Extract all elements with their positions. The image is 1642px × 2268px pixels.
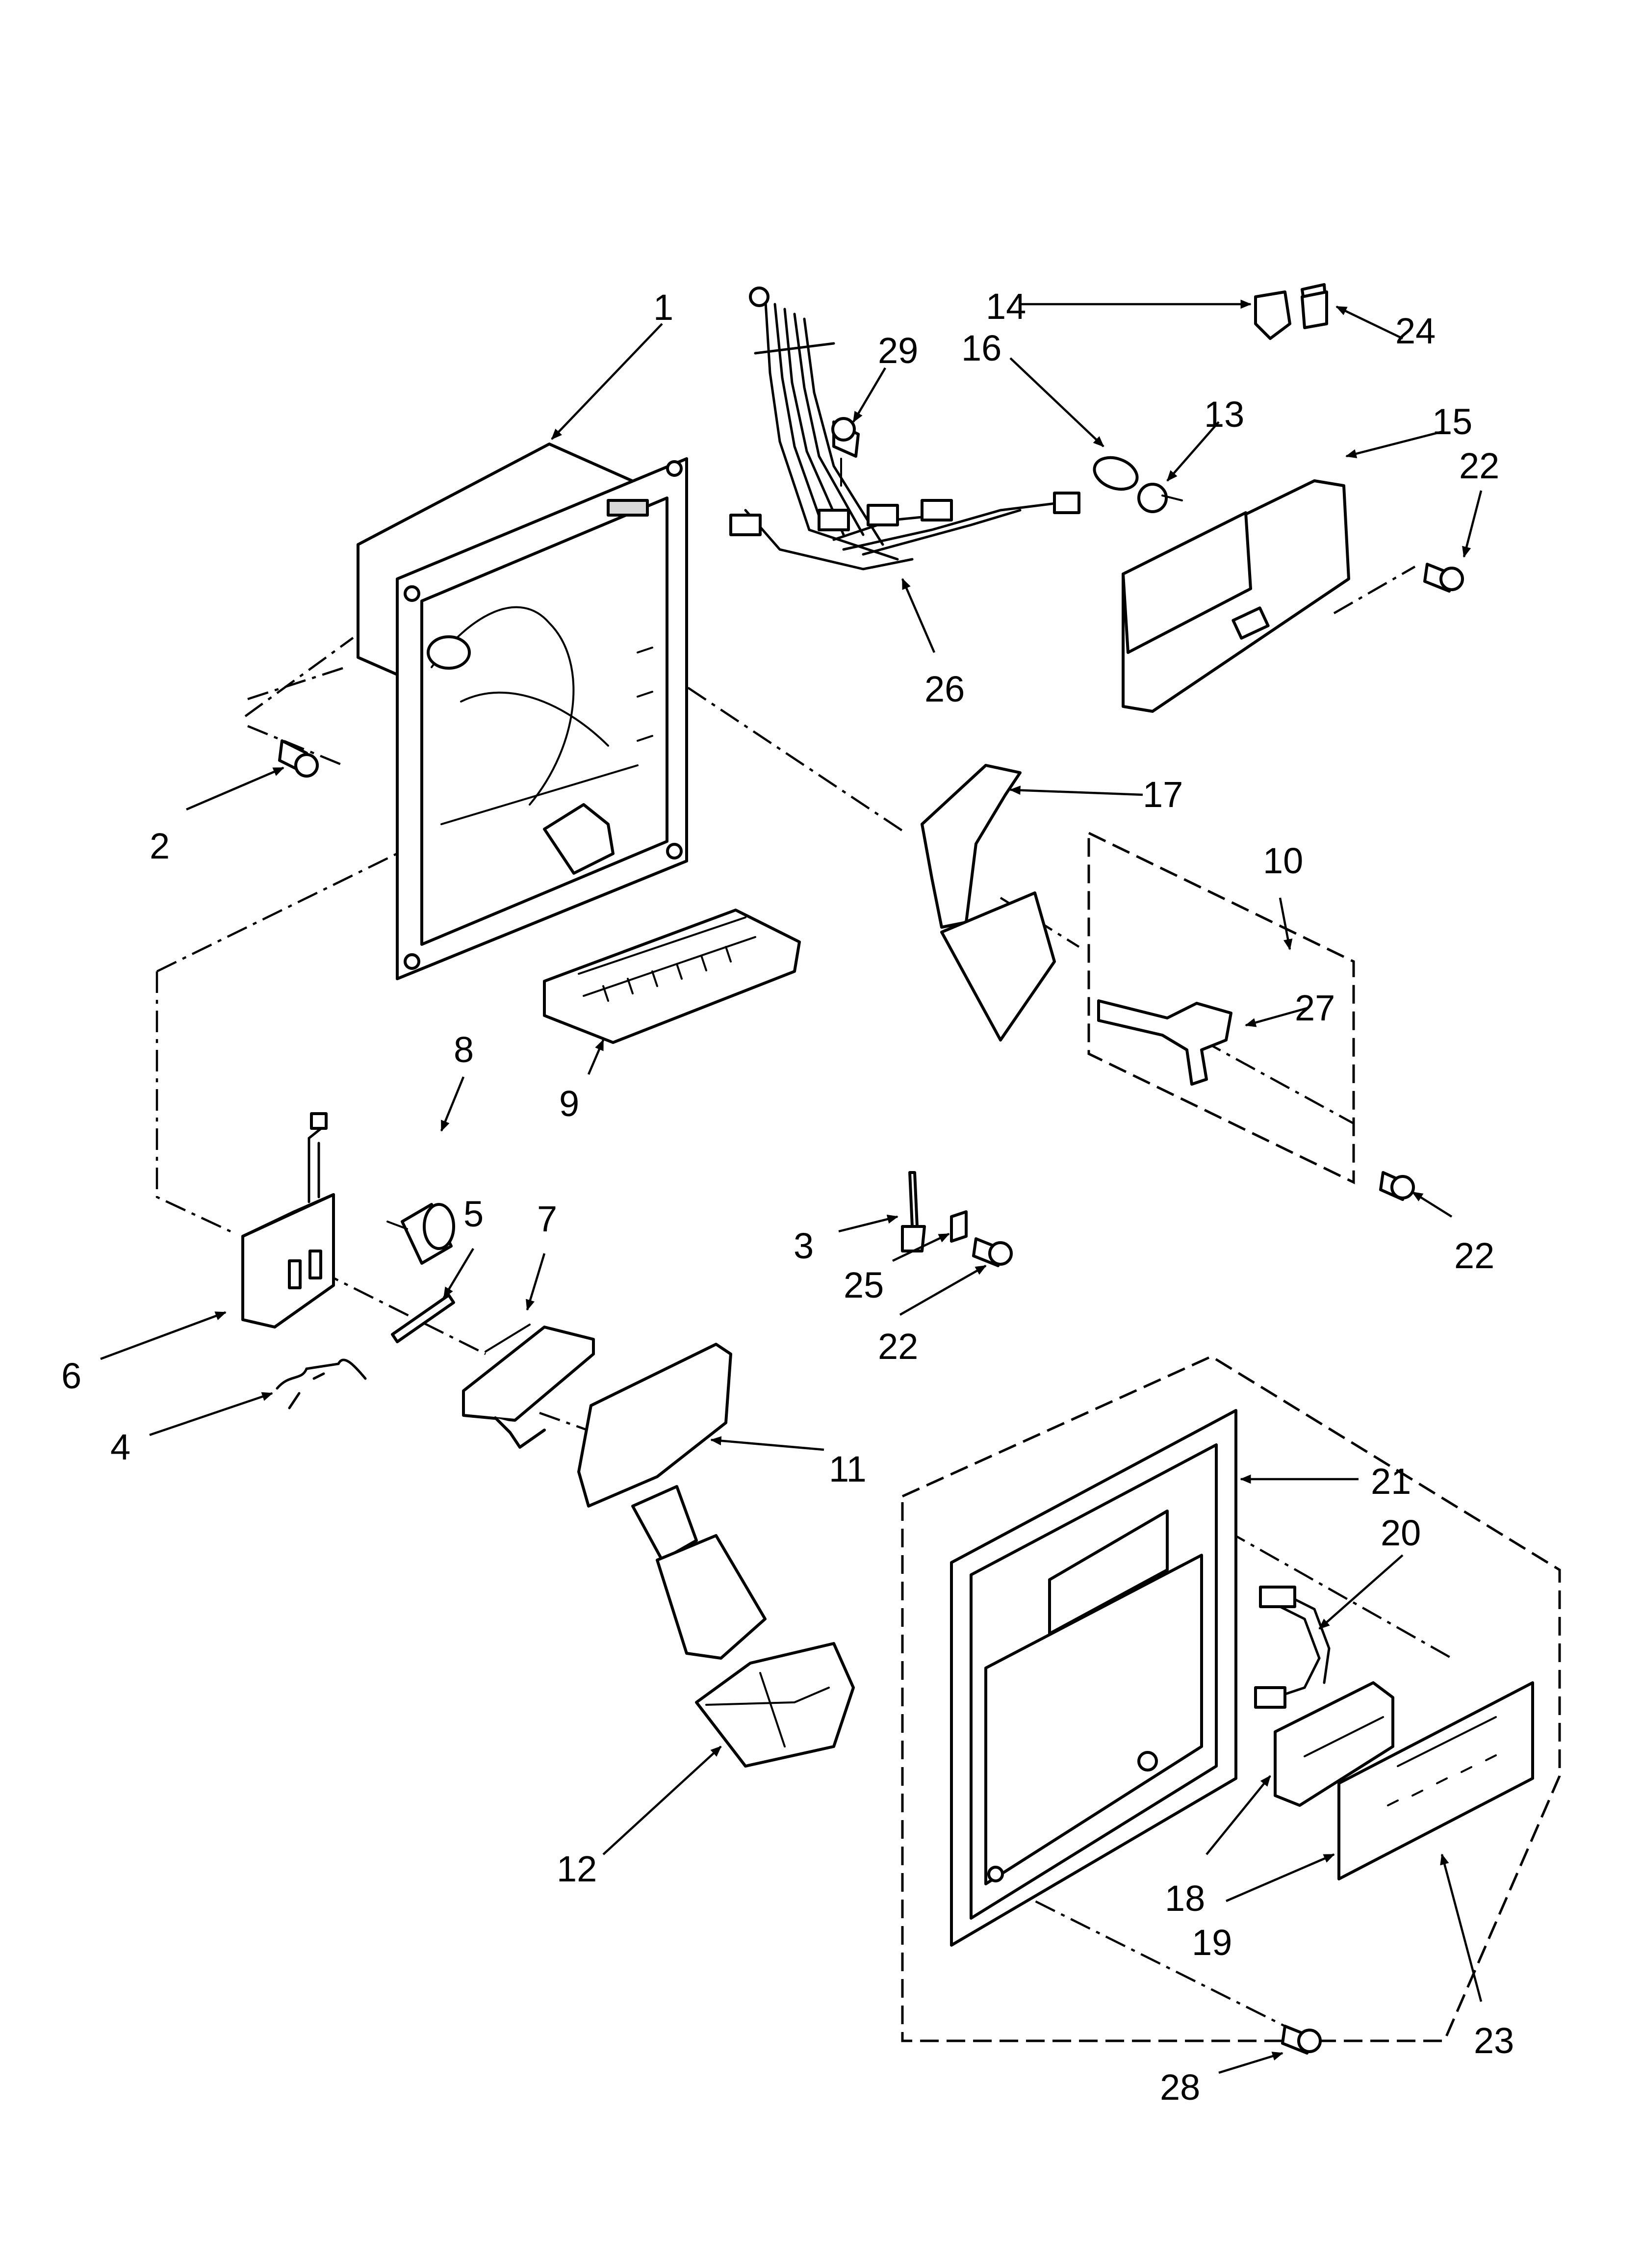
callout-16: 16 [961,328,1001,368]
callout-11: 11 [829,1449,867,1489]
socket-part-13 [1137,483,1183,513]
screw-part-22-a [1423,563,1464,593]
callout-27: 27 [1295,988,1335,1028]
callout-23: 23 [1474,2020,1514,2061]
plate-part-24 [1301,290,1328,329]
group-10-outline [1087,831,1355,1184]
contact-part-3 [901,1171,926,1252]
callout-8: 8 [454,1029,474,1070]
dispenser-housing-part-1 [357,443,688,980]
callout-13: 13 [1204,394,1244,435]
water-paddle-part-17 [921,764,1056,1042]
callout-29: 29 [878,330,918,371]
callout-2: 2 [150,826,170,866]
bracket-part-7 [462,1324,595,1449]
control-board-part-18 [1274,1681,1394,1807]
callout-19: 19 [1192,1922,1232,1963]
assembly-lines [155,566,1453,2033]
control-overlay-part-19 [1337,1681,1534,1880]
screw-part-2 [278,739,319,778]
callout-18: 18 [1165,1878,1205,1919]
callout-14: 14 [986,286,1026,327]
callout-6: 6 [61,1356,81,1396]
callout-labels: 1 2 3 4 5 6 7 8 9 10 11 12 13 14 15 16 1… [61,286,1514,2108]
grille-part-9 [543,909,801,1044]
ice-chute-part-12 [695,1642,855,1768]
actuator-part-27 [1097,999,1232,1086]
callout-1: 1 [653,287,673,328]
screw-part-28 [1281,2025,1322,2055]
callout-7: 7 [537,1199,557,1239]
callout-17: 17 [1143,774,1183,815]
callout-22-right: 22 [1454,1235,1494,1276]
bracket-part-15 [1122,479,1350,713]
rod-part-5 [391,1294,455,1343]
light-bulb-part-16 [1093,456,1139,491]
harness-part-20 [1254,1586,1331,1709]
callout-10: 10 [1263,840,1303,881]
callout-22-top: 22 [1459,445,1499,486]
ice-paddle-part-11 [577,1343,767,1660]
callout-15: 15 [1432,401,1472,442]
callout-28: 28 [1160,2067,1200,2108]
motor-part-8 [386,1203,455,1265]
callout-22-middle: 22 [878,1326,918,1367]
leader-lines [100,299,1483,2074]
callout-5: 5 [463,1194,484,1234]
screw-part-22-c [972,1237,1013,1267]
callout-12: 12 [557,1849,597,1889]
callout-4: 4 [110,1427,130,1467]
solenoid-part-6 [241,1112,335,1329]
callout-20: 20 [1381,1512,1421,1553]
callout-24: 24 [1395,311,1436,351]
callout-9: 9 [559,1083,579,1124]
callout-26: 26 [924,669,965,709]
callout-21: 21 [1371,1461,1411,1502]
wire-harness-part-26 [729,287,1080,571]
screw-part-22-b [1379,1171,1415,1201]
dispenser-frame-part-21 [950,1409,1237,1947]
screw-part-29 [831,417,860,487]
spring-part-4 [276,1358,367,1409]
group-23-outline [901,1355,1561,2042]
clip-part-25 [950,1210,968,1243]
callout-3: 3 [794,1225,814,1266]
callout-25: 25 [844,1265,884,1305]
